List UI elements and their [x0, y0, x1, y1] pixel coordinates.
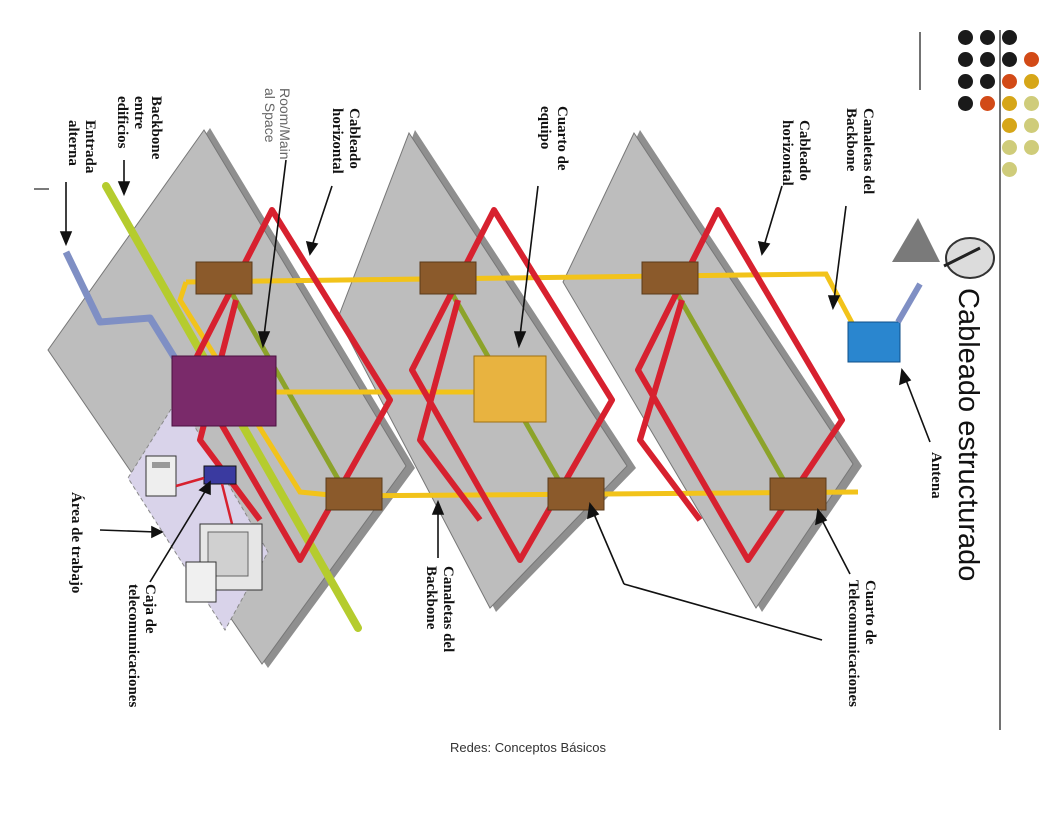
decorative-dot: [1024, 118, 1039, 133]
decorative-dot: [958, 96, 973, 111]
slide-footer: Redes: Conceptos Básicos: [449, 740, 607, 755]
decorative-dot: [1002, 30, 1017, 45]
telecom-closets: [195, 261, 827, 511]
decorative-dot: [1002, 140, 1017, 155]
antenna-box: [847, 321, 901, 363]
decorative-dot: [980, 96, 995, 111]
decorative-dot: [1002, 96, 1017, 111]
floor-3: [562, 130, 862, 612]
decorative-dot: [1002, 118, 1017, 133]
decorative-dot: [1002, 74, 1017, 89]
decorative-dot: [958, 52, 973, 67]
wall-outlet-icon: [203, 465, 237, 485]
decorative-dot: [1002, 162, 1017, 177]
satellite-dish-icon: [892, 218, 995, 279]
decorative-dot: [1024, 74, 1039, 89]
alternate-entrance-pipe: [62, 250, 179, 362]
decorative-dot: [958, 30, 973, 45]
decorative-dot: [980, 30, 995, 45]
decorative-dot: [1002, 52, 1017, 67]
label-antena: Antena: [928, 452, 944, 499]
callout-arrows: [59, 159, 931, 641]
slide-title: Cableado estructurado: [952, 288, 984, 582]
keyboard-icon: [185, 561, 217, 603]
decorative-dot: [1024, 52, 1039, 67]
decorative-dot: [980, 52, 995, 67]
equipment-room: [473, 355, 547, 423]
decorative-dot: [1024, 140, 1039, 155]
entrance-room: [171, 355, 277, 427]
telephone-icon: [145, 455, 177, 497]
decorative-dot-grid: [936, 30, 1039, 180]
label-area-de-trabajo: Área de trabajo: [68, 492, 84, 594]
horizontal-cabling: [187, 207, 845, 563]
decorative-dot: [958, 74, 973, 89]
decorative-dot: [980, 74, 995, 89]
decorative-dot: [1024, 96, 1039, 111]
